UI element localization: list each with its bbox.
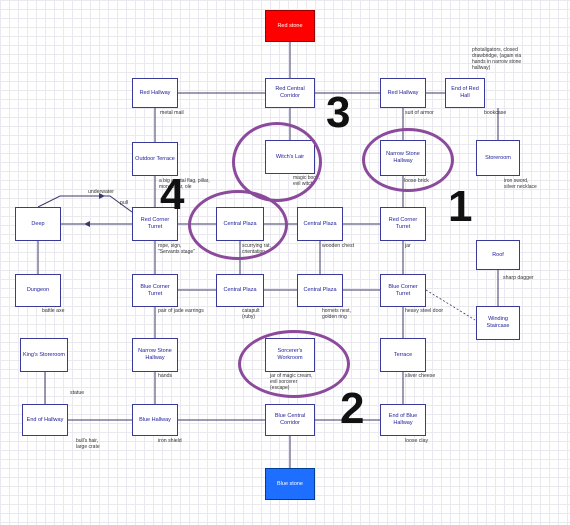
marker-2: 2 <box>340 384 365 433</box>
item-iron-sword: iron sword, silver necklace <box>504 178 537 190</box>
item-hornets-nest: hornets nest, golden ring <box>322 308 351 320</box>
item-rope: rope, sign, "Servants stage" <box>158 243 195 255</box>
room-central-plaza-3: Central Plaza <box>216 274 264 307</box>
item-heavy-steel-door: heavy steel door <box>405 308 444 314</box>
item-jar: jar <box>405 243 411 249</box>
item-metal-mail: metal mail <box>160 110 184 116</box>
room-blue-corner-turret-right: Blue Corner Turret <box>380 274 426 307</box>
item-iron-shield: iron shield <box>158 438 182 444</box>
highlight-circle-central-plaza <box>188 190 288 260</box>
item-statue: statue <box>70 390 85 396</box>
highlight-circle-narrow-stone-hallway <box>362 128 454 192</box>
label-underwater: underwater <box>88 189 114 195</box>
room-narrow-stone-hallway-bottom: Narrow Stone Hallway <box>132 338 178 372</box>
room-storeroom: Storeroom <box>476 140 520 176</box>
label-pull: pull <box>120 200 129 206</box>
item-pair-of-jade: pair of jade earrings <box>158 308 204 314</box>
item-silver-cheese: sliver cheese <box>405 373 436 379</box>
room-central-plaza-4: Central Plaza <box>297 274 343 307</box>
room-blue-central-corridor: Blue Central Corridor <box>265 404 315 436</box>
room-red-hallway-right: Red Hallway <box>380 78 426 108</box>
room-end-of-hallway: End of Hallway <box>22 404 68 436</box>
marker-4: 4 <box>160 170 185 219</box>
item-battle-axe: battle axe <box>42 308 65 314</box>
room-deep: Deep <box>15 207 61 241</box>
note-top-right: photaligators, closed drawbridge, (again… <box>472 47 522 71</box>
room-red-corner-turret-right: Red Corner Turret <box>380 207 426 241</box>
item-hands: hands <box>158 373 173 379</box>
room-red-corner-turret-left: Red Corner Turret <box>132 207 178 241</box>
room-dungeon: Dungeon <box>15 274 61 307</box>
room-central-plaza-2: Central Plaza <box>297 207 343 241</box>
marker-1: 1 <box>448 182 473 231</box>
item-wooden-chest: wooden chest <box>322 243 355 249</box>
item-suit-of-armor: suit of armor <box>405 110 434 116</box>
item-sharp-dagger: sharp dagger <box>503 275 534 281</box>
room-outdoor-terrace: Outdoor Terrace <box>132 142 178 176</box>
room-end-of-red-hall: End of Red Hall <box>445 78 485 108</box>
item-catapult: catapult (ruby) <box>242 308 260 320</box>
item-bulls: bull's hair, large crate <box>76 438 100 450</box>
room-terrace: Terrace <box>380 338 426 372</box>
room-kings-storeroom: King's Storeroom <box>20 338 68 372</box>
highlight-circle-sorcerers-workroom <box>238 330 350 398</box>
room-blue-hallway: Blue Hallway <box>132 404 178 436</box>
marker-3: 3 <box>326 88 351 137</box>
highlight-circle-witchs-lair <box>232 122 322 202</box>
room-roof: Roof <box>476 240 520 270</box>
room-winding-staircase: Winding Staircase <box>476 306 520 340</box>
room-red-stone: Red stone <box>265 10 315 42</box>
room-blue-corner-turret-left: Blue Corner Turret <box>132 274 178 307</box>
room-red-hallway-left: Red Hallway <box>132 78 178 108</box>
item-loose-clay: loose clay <box>405 438 429 444</box>
item-terrace-note: a big crystal flag, pillar, monocular, o… <box>159 178 210 190</box>
room-blue-stone: Blue stone <box>265 468 315 500</box>
room-end-of-blue-hallway: End of Blue Hallway <box>380 404 426 436</box>
item-bookcase: bookcase <box>484 110 507 116</box>
room-red-central-corridor: Red Central Corridor <box>265 78 315 108</box>
